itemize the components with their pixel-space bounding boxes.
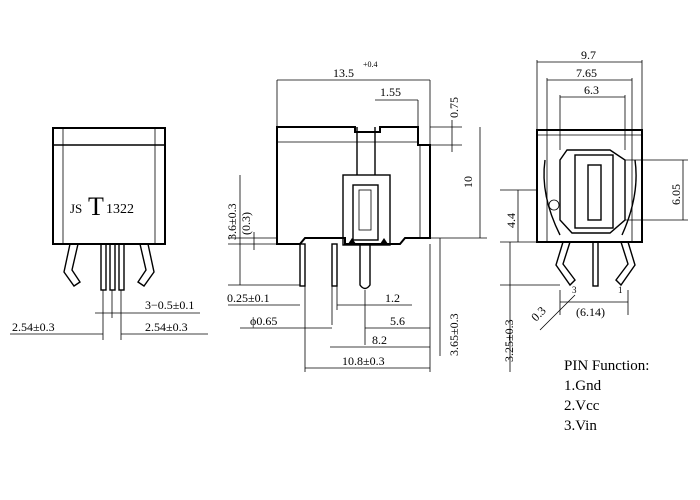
front-left-leg [63,243,81,287]
dim-side-10: 10 [461,176,475,188]
dim-front-pins: 3−0.5±0.1 [145,298,194,312]
end-pin3-label: 3 [572,285,577,295]
dim-front-pitch-right: 2.54±0.3 [145,320,188,334]
dim-end-7-65: 7.65 [576,66,597,80]
dim-end-4-4: 4.4 [504,213,518,228]
front-pin-1 [100,243,107,291]
dim-end-9-7: 9.7 [581,48,596,62]
dim-side-10-8: 10.8±0.3 [342,354,385,368]
dim-side-length-tol: +0.4 [363,60,378,69]
dim-side-0-75: 0.75 [447,97,461,118]
pin-function-item-1: 1.Gnd [564,378,602,394]
side-pin-mid [331,243,338,287]
side-inner-housing [342,174,391,246]
pin-function-item-2: 2.Vcc [564,398,600,414]
dim-side-1-2: 1.2 [385,291,400,305]
side-view: 13.5 +0.4 1.55 0.75 10 3.6±0.3 (0.3) 0.2… [225,60,487,372]
dim-side-length: 13.5 [333,66,354,80]
end-pin1-label: 1 [618,285,623,295]
end-left-leg [555,241,576,287]
side-plug-tip [359,245,371,290]
dim-side-0-25: 0.25±0.1 [227,291,270,305]
brand-num: 1322 [106,202,134,217]
dim-end-0-3: 0.3 [528,304,549,325]
front-pin-3 [118,243,125,291]
brand-js: JS [70,201,82,216]
dim-side-5-6: 5.6 [390,314,405,328]
front-view: JS T 1322 3−0.5±0.1 2.54±0.3 2.54±0.3 [10,127,208,340]
brand-t: T [88,192,104,221]
end-jack [574,154,614,229]
side-pin-left [299,243,306,287]
dim-side-3-6: 3.6±0.3 [225,203,239,240]
front-pin-2 [109,243,116,291]
end-right-leg [615,241,636,287]
dim-side-8-2: 8.2 [372,333,387,347]
dim-front-pitch-left: 2.54±0.3 [12,320,55,334]
end-view: 9.7 7.65 6.3 6.05 4.4 3.25±0.3 0.3 (6.14… [500,48,688,372]
dim-end-6-05: 6.05 [669,184,683,205]
end-pin [592,241,599,287]
pin-function-item-3: 3.Vin [564,418,597,434]
pin-function-title: PIN Function: [564,358,649,374]
end-opening [559,149,626,234]
dim-side-0-3: (0.3) [239,212,253,235]
dim-side-3-65: 3.65±0.3 [447,313,461,356]
front-right-leg [137,243,155,287]
dim-end-6-3: 6.3 [584,83,599,97]
dim-end-3-25: 3.25±0.3 [502,319,516,362]
dim-side-phi: ϕ0.65 [250,314,277,328]
dim-end-6-14: (6.14) [576,305,605,319]
pin-function-block: PIN Function: 1.Gnd 2.Vcc 3.Vin [564,358,649,434]
front-body [52,127,166,245]
dim-side-1-55: 1.55 [380,85,401,99]
end-body [536,129,643,243]
